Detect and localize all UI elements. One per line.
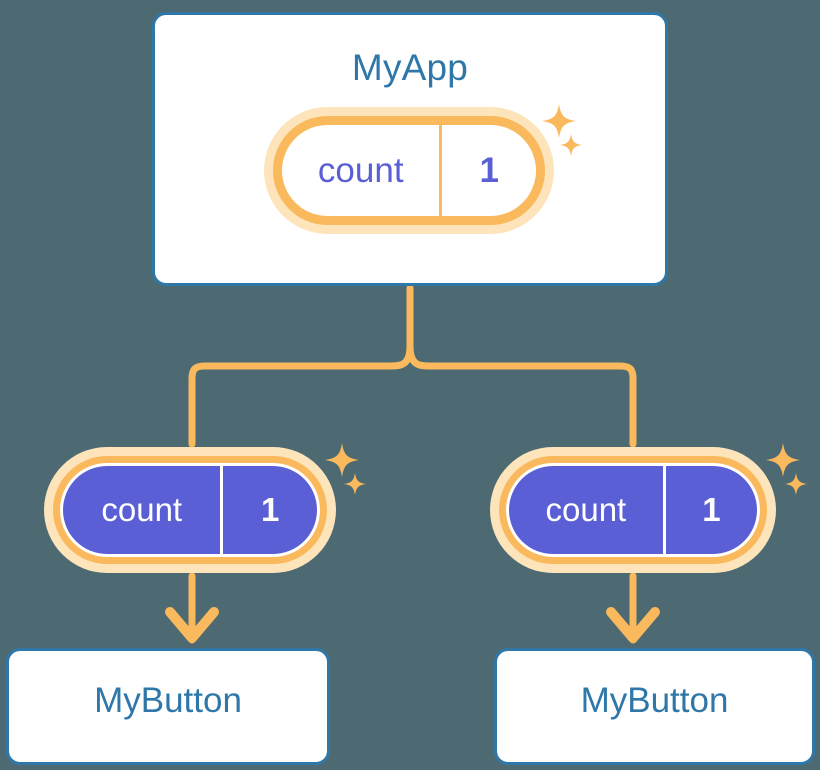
state-value: 1	[261, 491, 280, 528]
pill-divider	[439, 125, 443, 216]
sparkle-four-point-small-icon	[344, 473, 366, 495]
arrow-down-left	[165, 572, 219, 644]
pill-body: count 1	[63, 466, 317, 554]
sparkle-four-point-icon	[766, 443, 800, 477]
component-card-mybutton-1[interactable]: MyButton	[494, 648, 815, 765]
sparkle-four-point-small-icon	[785, 473, 807, 495]
state-pill-root[interactable]: count 1	[264, 107, 554, 234]
sparkle-four-point-small-icon	[560, 134, 582, 156]
component-label: MyButton	[580, 681, 729, 720]
sparkle-four-point-icon	[542, 104, 576, 138]
state-value: 1	[479, 150, 499, 190]
arrow-down-right	[606, 572, 660, 644]
state-key: count	[101, 491, 183, 528]
component-label: MyButton	[94, 681, 242, 720]
pill-body: count 1	[282, 125, 536, 216]
tree-connector	[188, 284, 637, 448]
page-title: MyApp	[351, 47, 469, 88]
pill-divider	[220, 466, 224, 554]
component-card-mybutton-0[interactable]: MyButton	[6, 648, 330, 765]
state-key: count	[317, 150, 404, 190]
state-key: count	[545, 491, 627, 528]
sparkle-four-point-icon	[325, 443, 359, 477]
state-pill-branch-0[interactable]: count 1	[44, 447, 336, 573]
state-pill-branch-1[interactable]: count 1	[490, 447, 776, 573]
pill-body: count 1	[509, 466, 757, 554]
state-value: 1	[702, 491, 721, 528]
pill-divider	[662, 466, 666, 554]
